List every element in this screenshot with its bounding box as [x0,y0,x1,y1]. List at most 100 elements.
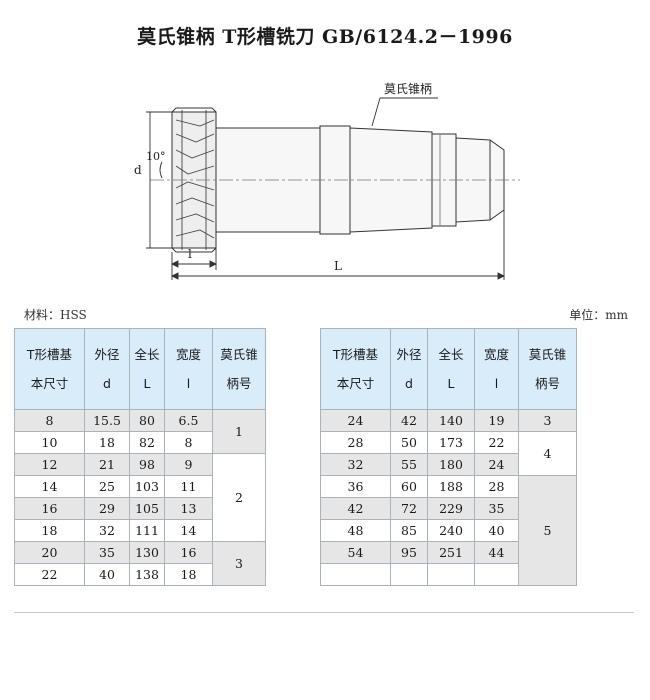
callout-label: 莫氏锥柄 [384,82,432,96]
table-cell: 19 [474,409,519,432]
unit-label: 单位：mm [569,308,628,322]
table-cell: 138 [129,563,165,586]
table-cell: 82 [129,431,165,454]
dim-L-label: L [334,259,342,273]
column-header-line: l [494,376,499,391]
table-cell: 188 [427,475,475,498]
column-header-line: 宽度 [175,347,201,362]
table-cell: 40 [84,563,130,586]
column-header: T形槽基本尺寸 [320,328,391,410]
table-cell: 251 [427,541,475,564]
column-header-line: d [103,376,111,391]
column-header: 莫氏锥柄号 [212,328,266,410]
table-cell: 85 [390,519,428,542]
angle-arc [159,161,163,179]
table-cell: 80 [129,409,165,432]
table-cell: 8 [14,409,85,432]
column-header-line: 外径 [396,347,422,362]
table-cell: 55 [390,453,428,476]
table-cell: 9 [164,453,213,476]
table-cell: 42 [320,497,391,520]
table-cell: 20 [14,541,85,564]
table-cell: 28 [474,475,519,498]
table-cell: 28 [320,431,391,454]
table-cell: 35 [474,497,519,520]
column-header-line: 宽度 [483,347,509,362]
page-title: 莫氏锥柄 T形槽铣刀 GB/6124.2－1996 [137,26,513,48]
column-header-line: l [186,376,191,391]
taper-number-cell: 5 [518,475,577,586]
table-cell: 18 [14,519,85,542]
table-cell: 13 [164,497,213,520]
table-cell: 229 [427,497,475,520]
table-cell: 22 [14,563,85,586]
table-cell: 6.5 [164,409,213,432]
table-cell: 18 [164,563,213,586]
table-cell: 240 [427,519,475,542]
table-cell: 180 [427,453,475,476]
column-header-line: L [143,376,151,391]
table-cell: 35 [84,541,130,564]
table-cell: 21 [84,453,130,476]
table-cell: 95 [390,541,428,564]
table-cell: 54 [320,541,391,564]
table-cell: 103 [129,475,165,498]
column-header-line: 外径 [94,347,120,362]
table-cell: 111 [129,519,165,542]
column-header: 宽度 l [474,328,519,410]
table-cell: 16 [14,497,85,520]
column-header-line: 全长 [438,347,464,362]
column-header-line: 柄号 [226,376,252,391]
table-cell [427,563,475,586]
table-cell: 60 [390,475,428,498]
table-cell: 173 [427,431,475,454]
table-cell: 42 [390,409,428,432]
taper-number-cell: 1 [212,409,266,454]
taper-number-cell: 2 [212,453,266,542]
column-header-line: 全长 [134,347,160,362]
column-header-line: d [405,376,413,391]
table-cell: 24 [320,409,391,432]
column-header-line: T形槽基 [332,347,379,362]
taper-number-cell: 3 [212,541,266,586]
table-cell: 25 [84,475,130,498]
table-cell: 105 [129,497,165,520]
table-cell [390,563,428,586]
table-cell: 24 [474,453,519,476]
table-cell: 50 [390,431,428,454]
table-cell [474,563,519,586]
dim-l-lines [170,248,218,270]
column-header: 外径 d [390,328,428,410]
column-header: 外径 d [84,328,130,410]
column-header-line: 柄号 [534,376,560,391]
table-cell: 12 [14,453,85,476]
bottom-rule [14,612,634,613]
table-cell: 36 [320,475,391,498]
dim-l-label: l [188,247,192,261]
table-cell: 98 [129,453,165,476]
angle-label: 10° [146,150,166,163]
taper-number-cell: 4 [518,431,577,476]
table-cell: 29 [84,497,130,520]
dim-L-lines [170,210,506,280]
table-cell: 8 [164,431,213,454]
column-header-line: 本尺寸 [336,376,375,391]
table-cell: 48 [320,519,391,542]
table-cell: 32 [320,453,391,476]
column-header: 莫氏锥柄号 [518,328,577,410]
